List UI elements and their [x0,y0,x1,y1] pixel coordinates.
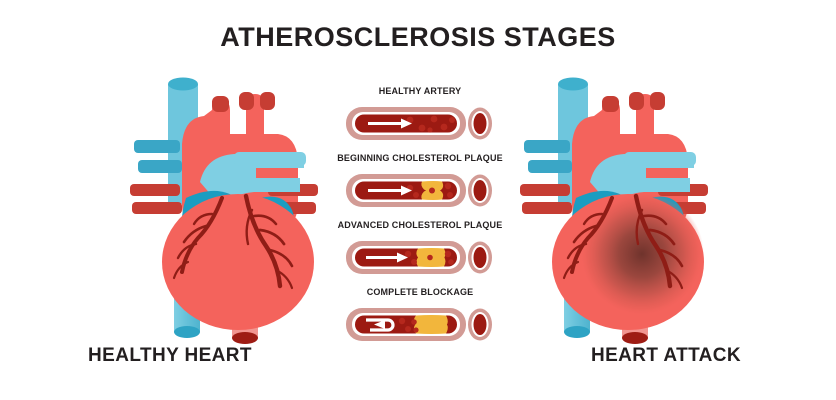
left-artery-branches [520,184,572,214]
stage-label: HEALTHY ARTERY [378,86,462,96]
stage-label: ADVANCED CHOLESTEROL PLAQUE [337,220,503,230]
infarct-zone [580,192,704,316]
left-pulmonary-vein-branches [524,140,572,173]
coronary-arteries [562,193,684,290]
artery-diagram-advanced [346,241,492,274]
stage-healthy-artery: HEALTHY ARTERY [330,86,510,153]
artery-diagram-beginning [346,174,492,207]
flow-arrow-icon [368,185,412,196]
heart-attack-caption: HEART ATTACK [590,345,742,366]
artery-diagram-healthy [346,107,492,140]
stage-label: COMPLETE BLOCKAGE [366,287,474,297]
healthy-heart-caption: HEALTHY HEART [88,345,252,366]
stage-label: BEGINNING CHOLESTEROL PLAQUE [337,153,503,163]
artery-stages-column: HEALTHY ARTERY BEGI [330,86,510,354]
healthy-heart-illustration [126,66,326,351]
flow-arrow-icon [366,318,395,332]
left-pulmonary-vein-branches [134,140,182,173]
blood-cells [398,317,419,333]
plaque-deposit [421,181,444,200]
stage-beginning-plaque: BEGINNING CHOLESTEROL PLAQUE [330,153,510,220]
blood-cells [404,250,454,265]
left-artery-branches [130,184,182,214]
coronary-arteries [172,193,294,290]
stage-advanced-plaque: ADVANCED CHOLESTEROL PLAQUE [330,220,510,287]
heart-attack-illustration [516,66,716,351]
flow-arrow-icon [366,252,408,263]
blood-cells [406,115,455,133]
artery-diagram-blockage [346,308,492,341]
page-title: ATHEROSCLEROSIS STAGES [220,22,616,52]
flow-arrow-icon [368,118,412,129]
stage-complete-blockage: COMPLETE BLOCKAGE [330,287,510,354]
plaque-deposit [413,315,448,334]
